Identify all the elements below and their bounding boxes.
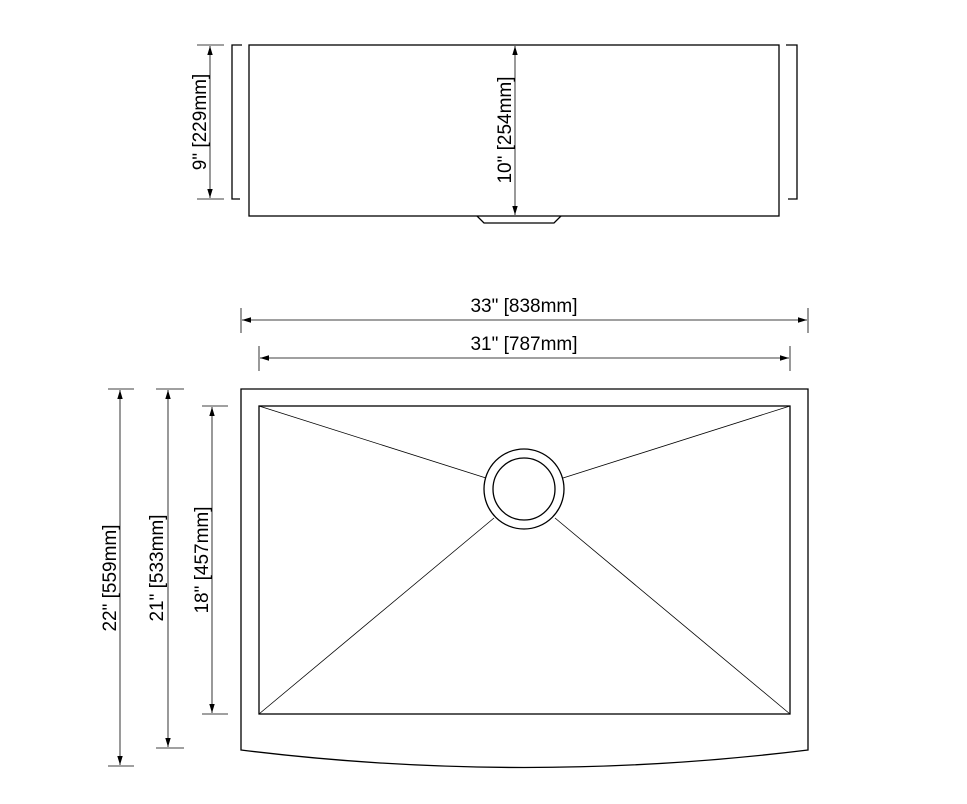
dimension-label-10in: 10" [254mm] (495, 76, 516, 183)
left-flange (231, 44, 242, 200)
side-view: 9" [229mm] 10" [254mm] (190, 44, 798, 224)
slope-line (258, 517, 495, 715)
dimension-label-18in: 18" [457mm] (192, 506, 213, 613)
dimension-label-9in: 9" [229mm] (190, 74, 211, 171)
drain-outer-ring (483, 448, 565, 530)
dimension-label-31in: 31" [787mm] (470, 334, 577, 355)
dimension-label-21in: 21" [533mm] (147, 514, 168, 621)
drain-inner-ring (492, 457, 556, 521)
slope-line (258, 405, 487, 479)
drain-outlet (476, 215, 562, 224)
bowl-inner-outline (258, 405, 791, 715)
dimension-label-22in: 22" [559mm] (100, 524, 121, 631)
slope-line (554, 517, 791, 715)
slope-line (562, 405, 791, 479)
right-flange (786, 44, 798, 200)
dimension-label-33in: 33" [838mm] (470, 296, 577, 317)
plan-view: 33" [838mm] 31" [787mm] 22" [559mm] 21" … (100, 296, 809, 769)
sink-outer-outline (240, 388, 809, 769)
sink-body-outline (248, 44, 780, 217)
